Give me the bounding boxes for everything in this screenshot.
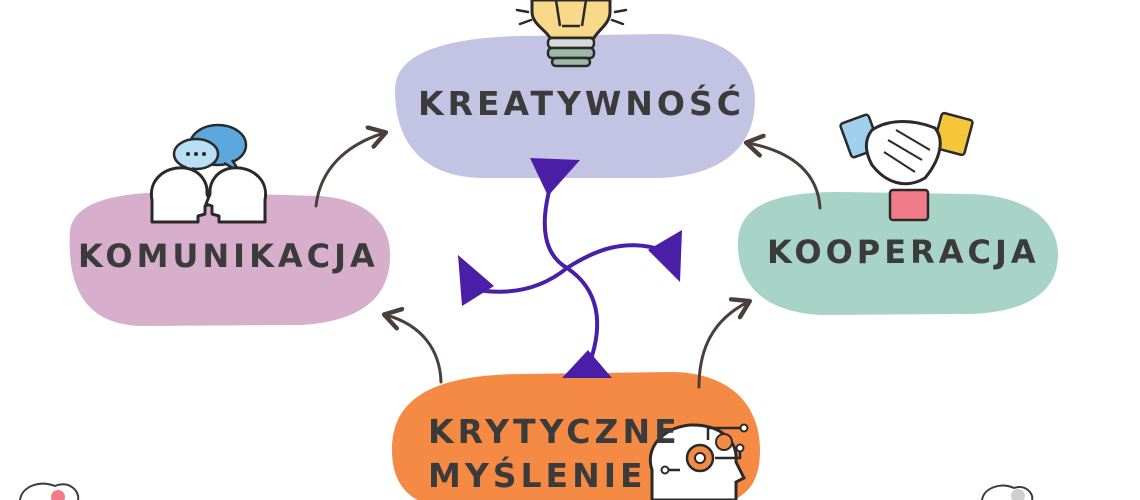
komunikacja-blob (69, 192, 391, 326)
lightbulb-icon (515, 0, 628, 68)
krytyczne-myslenie-label: KRYTYCZNE MYŚLENIE (428, 410, 681, 498)
kreatywnosc-label: KREATYWNOŚĆ (418, 84, 745, 123)
conversation-heads-icon (149, 123, 268, 224)
swirl-arrowheads (458, 158, 682, 378)
kooperacja-label: KOOPERACJA (767, 233, 1040, 271)
arrow-krytyczne-to-komunikacja (386, 315, 443, 384)
kreatywnosc-blob (395, 34, 755, 178)
handshake-icon (839, 111, 974, 222)
komunikacja-label: KOMUNIKACJA (78, 237, 379, 275)
arrow-komunikacja-to-kreatywnosc (314, 133, 384, 208)
arrow-krytyczne-to-kooperacja (697, 302, 748, 389)
swirl-arrows (476, 178, 664, 364)
myslenie-line: MYŚLENIE (428, 456, 647, 495)
krytyczne-line: KRYTYCZNE (428, 412, 681, 451)
corner-doodle-left (19, 482, 80, 500)
kooperacja-blob (737, 192, 1058, 315)
brain-gear-icon (648, 423, 749, 500)
arrow-kooperacja-to-kreatywnosc (748, 143, 822, 210)
corner-doodle-right (981, 484, 1034, 500)
